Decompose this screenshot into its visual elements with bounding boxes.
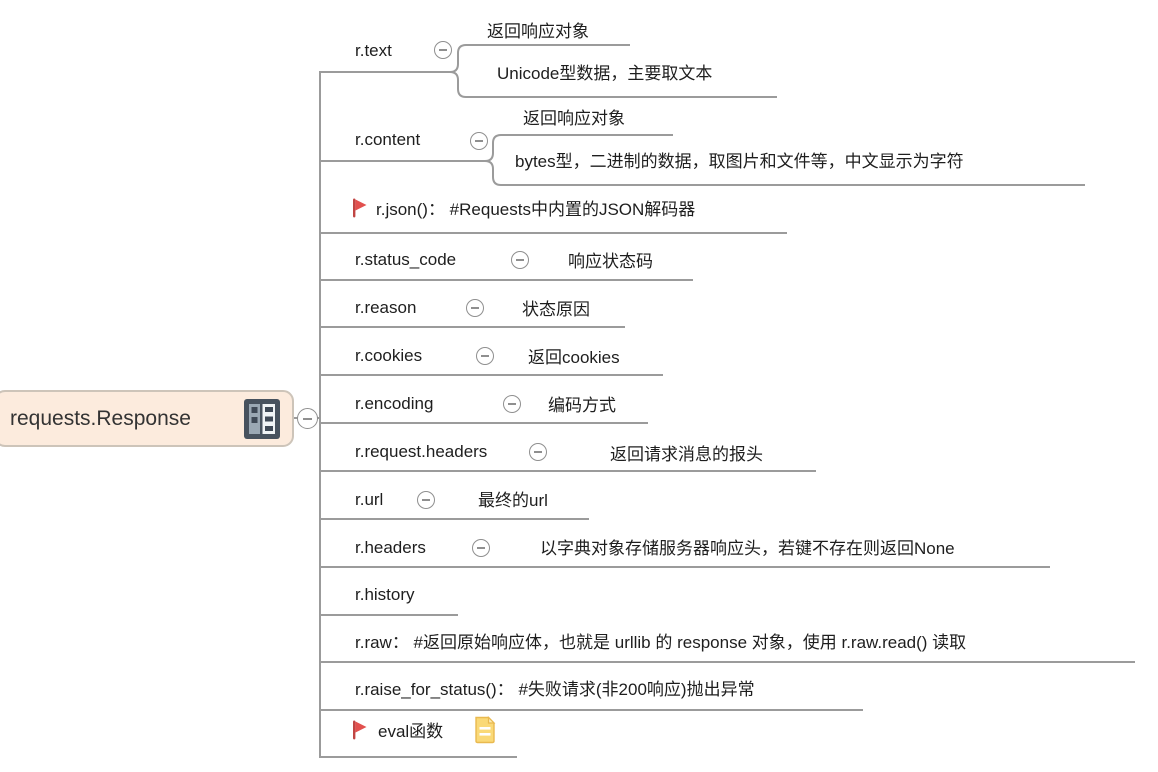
topic-r-status-code[interactable]: r.status_code xyxy=(355,250,457,269)
collapse-button-r-encoding[interactable] xyxy=(503,395,521,413)
topic-r-text[interactable]: r.text xyxy=(355,41,392,60)
topic-r-cookies[interactable]: r.cookies xyxy=(355,346,423,365)
topic-r-raw[interactable]: r.raw： #返回原始响应体，也就是 urllib 的 response 对象… xyxy=(355,633,967,652)
topic-r-json[interactable]: r.json()： #Requests中内置的JSON解码器 xyxy=(376,200,696,219)
topic-r-encoding[interactable]: r.encoding xyxy=(355,394,434,413)
collapse-button-r-url[interactable] xyxy=(417,491,435,509)
topic-r-request-headers[interactable]: r.request.headers xyxy=(355,442,488,461)
collapse-button-r-cookies[interactable] xyxy=(476,347,494,365)
topic-r-content[interactable]: r.content xyxy=(355,130,421,149)
flag-icon xyxy=(352,720,369,740)
collapse-button-r-headers[interactable] xyxy=(472,539,490,557)
subtopic-r-status-code-1[interactable]: 响应状态码 xyxy=(568,252,653,271)
subtopic-r-encoding-1[interactable]: 编码方式 xyxy=(548,396,616,415)
subtopic-r-content-2[interactable]: bytes型，二进制的数据，取图片和文件等，中文显示为字符 xyxy=(515,152,964,171)
topic-r-reason[interactable]: r.reason xyxy=(355,298,417,317)
subtopic-r-url-1[interactable]: 最终的url xyxy=(478,491,548,510)
root-topic-label: requests.Response xyxy=(10,406,191,430)
topic-eval[interactable]: eval函数 xyxy=(378,722,444,741)
collapse-button-root[interactable] xyxy=(297,408,318,429)
subtopic-r-text-2[interactable]: Unicode型数据，主要取文本 xyxy=(497,64,713,83)
root-topic[interactable]: requests.Response xyxy=(0,390,294,447)
topic-r-raise-for-status[interactable]: r.raise_for_status()： #失败请求(非200响应)抛出异常 xyxy=(355,680,755,699)
subtopic-r-reason-1[interactable]: 状态原因 xyxy=(522,300,590,319)
subtopic-r-text-1[interactable]: 返回响应对象 xyxy=(487,22,589,41)
collapse-button-r-status-code[interactable] xyxy=(511,251,529,269)
collapse-button-r-text[interactable] xyxy=(434,41,452,59)
collapse-button-r-content[interactable] xyxy=(470,132,488,150)
collapse-button-r-request-headers[interactable] xyxy=(529,443,547,461)
topic-r-headers[interactable]: r.headers xyxy=(355,538,426,557)
topic-r-url[interactable]: r.url xyxy=(355,490,384,509)
notebook-marker-icon xyxy=(244,398,280,439)
collapse-button-r-reason[interactable] xyxy=(466,299,484,317)
subtopic-r-headers-1[interactable]: 以字典对象存储服务器响应头，若键不存在则返回None xyxy=(540,539,955,558)
subtopic-r-request-headers-1[interactable]: 返回请求消息的报头 xyxy=(610,445,763,464)
subtopic-r-content-1[interactable]: 返回响应对象 xyxy=(523,109,625,128)
subtopic-r-cookies-1[interactable]: 返回cookies xyxy=(528,348,620,367)
note-icon[interactable] xyxy=(473,716,497,744)
flag-icon xyxy=(352,198,369,218)
topic-r-history[interactable]: r.history xyxy=(355,585,415,604)
